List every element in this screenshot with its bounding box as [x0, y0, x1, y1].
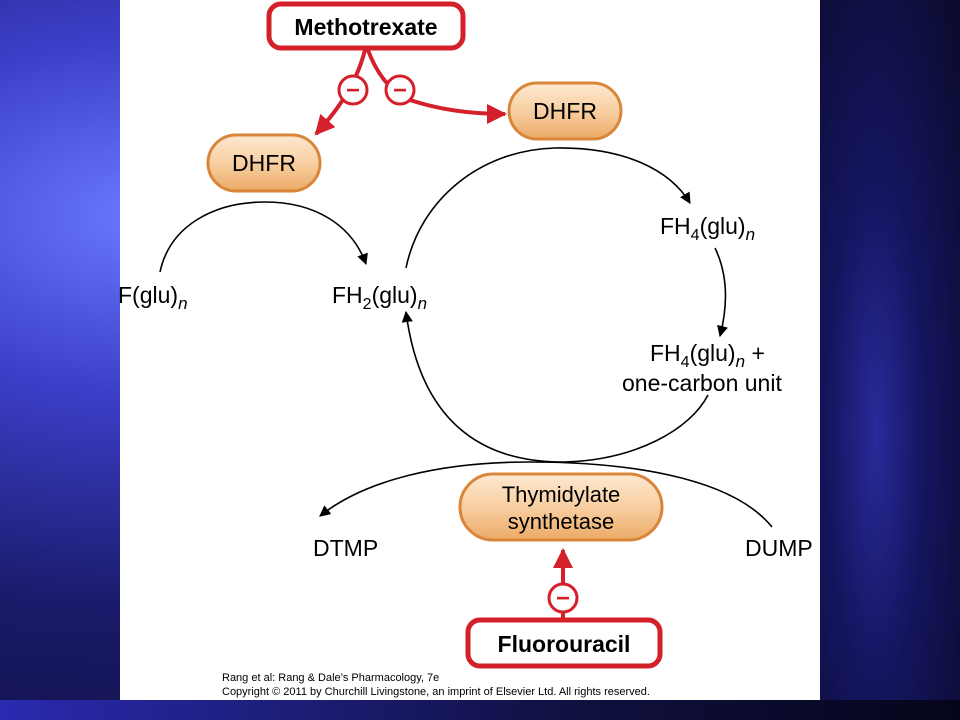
inhibit-minus-icon	[337, 74, 369, 106]
fluorouracil-inhibition-arrow: −	[547, 548, 579, 620]
tetrahydrofolate-node: FH4(glu)n	[660, 213, 755, 244]
methotrexate-box: Methotrexate	[266, 1, 466, 51]
one-carbon-unit-label: one-carbon unit	[622, 370, 782, 396]
thymidylate-arrow	[319, 461, 773, 528]
background-right	[820, 0, 960, 720]
thymidylate-synthetase-enzyme: Thymidylate synthetase	[458, 472, 664, 542]
svg-text:DHFR: DHFR	[232, 150, 296, 176]
dhfr-left-enzyme: DHFR	[206, 133, 322, 193]
svg-text:Fluorouracil: Fluorouracil	[498, 631, 631, 657]
dihydrofolate-node: FH2(glu)n	[332, 282, 427, 313]
dtmp-node: DTMP	[313, 535, 378, 561]
svg-text:−: −	[556, 585, 570, 612]
svg-text:synthetase: synthetase	[508, 509, 614, 534]
inhibit-minus-icon	[384, 74, 416, 106]
svg-text:DHFR: DHFR	[533, 98, 597, 124]
inhibit-minus-icon	[547, 582, 579, 614]
svg-text:−: −	[393, 77, 407, 104]
dump-node: DUMP	[745, 535, 813, 561]
source-citation: Rang et al: Rang & Dale’s Pharmacology, …	[222, 672, 440, 684]
fluorouracil-box: Fluorouracil	[465, 617, 663, 669]
slide-panel	[120, 0, 820, 700]
svg-text:Thymidylate: Thymidylate	[502, 482, 621, 507]
background-bottom	[0, 700, 960, 720]
folate-node: F(glu)n	[118, 282, 188, 313]
methotrexate-inhibition-arrows: − −	[314, 49, 507, 136]
svg-text:−: −	[346, 77, 360, 104]
tetrahydrofolate-carbon-node: FH4(glu)n +	[650, 340, 765, 371]
methotrexate-label: Methotrexate	[294, 14, 437, 40]
copyright-notice: Copyright © 2011 by Churchill Livingston…	[222, 686, 650, 698]
reduction-arrow	[159, 201, 368, 273]
dhfr-right-enzyme: DHFR	[507, 81, 623, 141]
folate-cycle	[401, 147, 728, 463]
